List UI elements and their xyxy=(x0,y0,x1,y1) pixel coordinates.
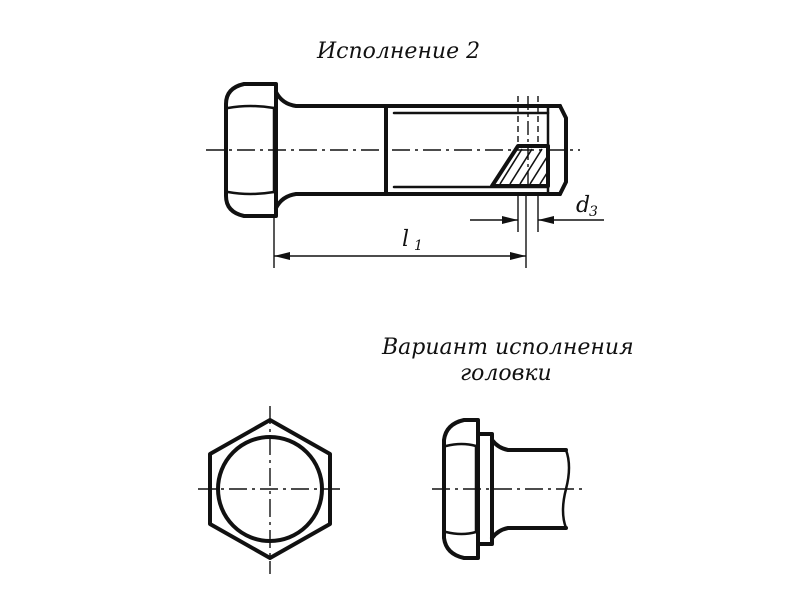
head-variant-side-view xyxy=(432,418,582,560)
head-end-view xyxy=(198,406,342,574)
dimension-d3-label: d xyxy=(576,193,590,218)
dimension-d3-subscript: 3 xyxy=(589,204,598,220)
cross-hole xyxy=(490,96,550,188)
dimension-d3: d 3 xyxy=(470,193,604,232)
variant-caption-line1: Вариант исполнения xyxy=(381,335,634,360)
dimension-l1-label: l xyxy=(402,227,409,252)
view-title: Исполнение 2 xyxy=(316,39,480,64)
dimension-l1-subscript: 1 xyxy=(414,238,423,254)
dimension-l1: l 1 xyxy=(273,196,527,268)
bolt-side-view: l 1 d 3 xyxy=(206,82,604,268)
variant-caption-line2: головки xyxy=(460,361,552,386)
